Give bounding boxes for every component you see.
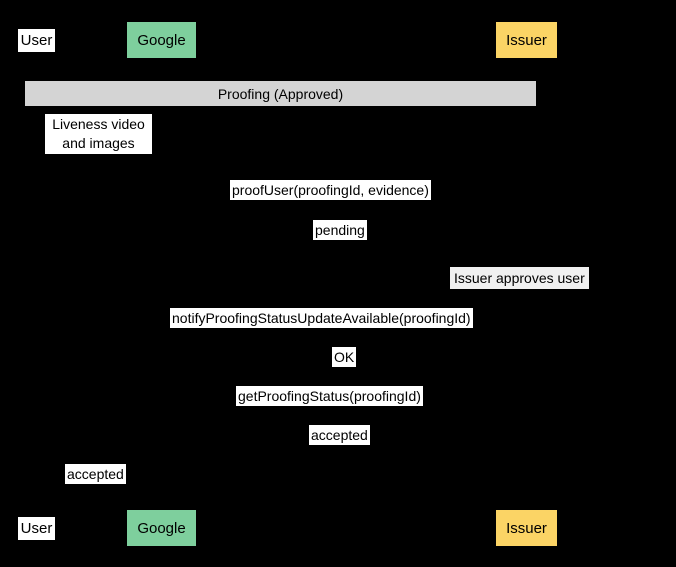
fragment-proofing-approved: Proofing (Approved) [25, 81, 536, 106]
participant-google-bottom[interactable]: Google [127, 510, 196, 546]
lifeline-google [161, 58, 162, 518]
lifeline-user [36, 58, 37, 518]
message-liveness-line2: and images [62, 135, 135, 151]
participant-user-bottom[interactable]: User [18, 517, 55, 540]
message-accepted-from-issuer: accepted [309, 425, 370, 445]
participant-google-top[interactable]: Google [127, 22, 196, 58]
message-ok: OK [332, 347, 357, 367]
message-notify-proofing-status-update-available: notifyProofingStatusUpdateAvailable(proo… [170, 308, 473, 328]
participant-issuer-top-label: Issuer [506, 31, 547, 49]
message-liveness-video: Liveness video and images [45, 114, 152, 154]
note-issuer-approves-user: Issuer approves user [450, 267, 589, 289]
participant-issuer-bottom-label: Issuer [506, 519, 547, 537]
participant-google-top-label: Google [137, 31, 186, 49]
participant-user-bottom-label: User [20, 520, 53, 537]
message-liveness-line1: Liveness video [52, 116, 145, 132]
participant-user-top[interactable]: User [18, 29, 55, 52]
fragment-label: Proofing (Approved) [217, 85, 344, 102]
participant-issuer-bottom[interactable]: Issuer [496, 510, 557, 546]
participant-issuer-top[interactable]: Issuer [496, 22, 557, 58]
participant-google-bottom-label: Google [137, 519, 186, 537]
message-pending: pending [313, 220, 367, 240]
message-proof-user: proofUser(proofingId, evidence) [230, 180, 431, 200]
message-get-proofing-status: getProofingStatus(proofingId) [236, 386, 423, 406]
participant-user-top-label: User [20, 32, 53, 49]
message-accepted-to-user: accepted [65, 464, 126, 484]
